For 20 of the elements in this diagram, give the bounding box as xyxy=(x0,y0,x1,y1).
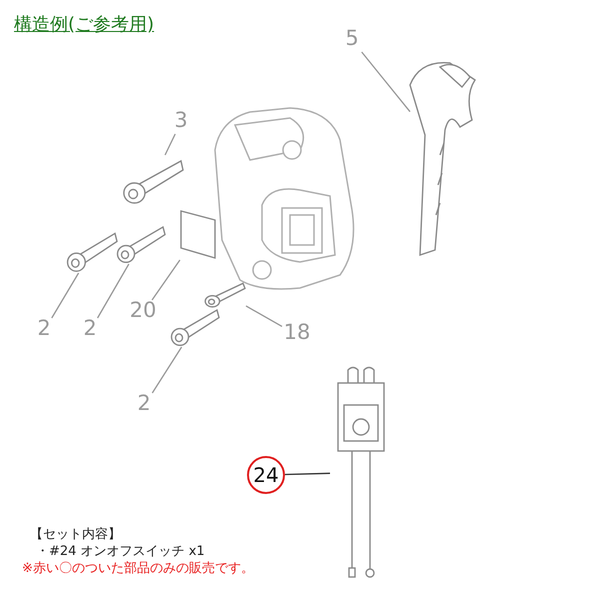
parts-list-item: ・#24 オンオフスイッチ x1 xyxy=(36,544,205,560)
leader-line xyxy=(164,134,176,156)
callout-number: 2 xyxy=(34,318,54,344)
leader-line xyxy=(152,346,182,394)
leader-line xyxy=(51,272,80,318)
callout-number: 3 xyxy=(170,110,192,134)
callout-number: 24 xyxy=(247,456,285,494)
leader-line xyxy=(361,52,410,112)
callout-number: 5 xyxy=(340,28,364,52)
set-contents-heading: 【セット内容】 xyxy=(30,527,121,543)
sale-note: ※赤い〇のついた部品のみの販売です。 xyxy=(22,561,254,577)
leader-line xyxy=(246,305,282,328)
leader-line xyxy=(284,472,330,476)
callout-number: 20 xyxy=(126,300,160,326)
leader-line xyxy=(96,264,130,318)
callout-number: 18 xyxy=(282,322,312,348)
title: 構造例(ご参考用) xyxy=(14,13,154,36)
callout-number: 2 xyxy=(80,318,100,344)
leader-line xyxy=(152,260,180,300)
callout-number: 2 xyxy=(134,393,154,419)
